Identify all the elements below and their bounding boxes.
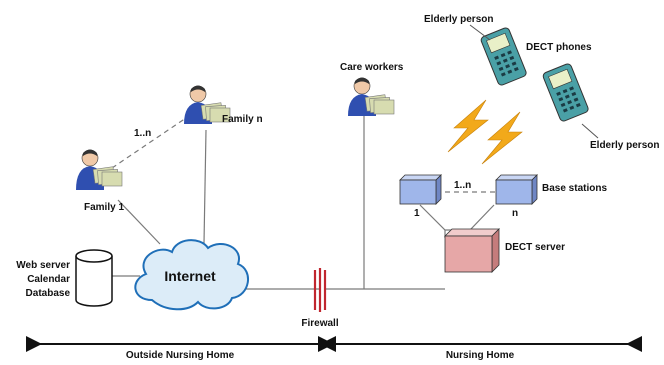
family-1-label: Family 1 xyxy=(84,202,124,213)
elderly-top-pointer xyxy=(469,24,491,41)
connection-lines xyxy=(111,104,500,290)
care-workers-label: Care workers xyxy=(340,62,404,73)
base-n-label: n xyxy=(512,208,518,219)
firewall-icon xyxy=(313,268,327,312)
family-link-label: 1..n xyxy=(134,128,151,139)
familyn-internet-link xyxy=(203,129,207,244)
database-icon xyxy=(75,249,113,307)
base-station-n-icon xyxy=(495,174,538,205)
family-n-person-icon xyxy=(184,85,231,124)
family-n-label: Family n xyxy=(222,114,263,125)
dect-server-label: DECT server xyxy=(505,242,565,253)
wireless-signal-icon xyxy=(447,99,523,165)
family-1-person-icon xyxy=(76,149,123,190)
internet-cloud-icon xyxy=(134,239,249,311)
base-1-label: 1 xyxy=(414,208,420,219)
dect-server-icon xyxy=(444,228,500,273)
elderly-right-pointer xyxy=(581,123,599,139)
outside-label: Outside Nursing Home xyxy=(126,350,235,360)
database-label: Database xyxy=(26,288,71,299)
internet-label: Internet xyxy=(164,268,216,284)
family-link-dashed xyxy=(111,117,187,169)
elderly-right-label: Elderly person xyxy=(590,140,659,151)
firewall-label: Firewall xyxy=(301,318,338,329)
dect-phone-2-icon xyxy=(542,63,589,122)
elderly-top-label: Elderly person xyxy=(424,14,493,25)
dect-phone-1-icon xyxy=(480,27,527,86)
base-station-1-icon xyxy=(399,174,442,205)
web-server-label: Web server xyxy=(16,260,70,271)
base-link-label: 1..n xyxy=(454,180,471,191)
dect-phones-label: DECT phones xyxy=(526,42,592,53)
nursing-label: Nursing Home xyxy=(446,350,515,360)
family1-internet-link xyxy=(117,199,161,245)
calendar-label: Calendar xyxy=(27,274,70,285)
base-server-link xyxy=(419,204,495,231)
base-stations-label: Base stations xyxy=(542,183,607,194)
care-workers-person-icon xyxy=(348,77,395,116)
